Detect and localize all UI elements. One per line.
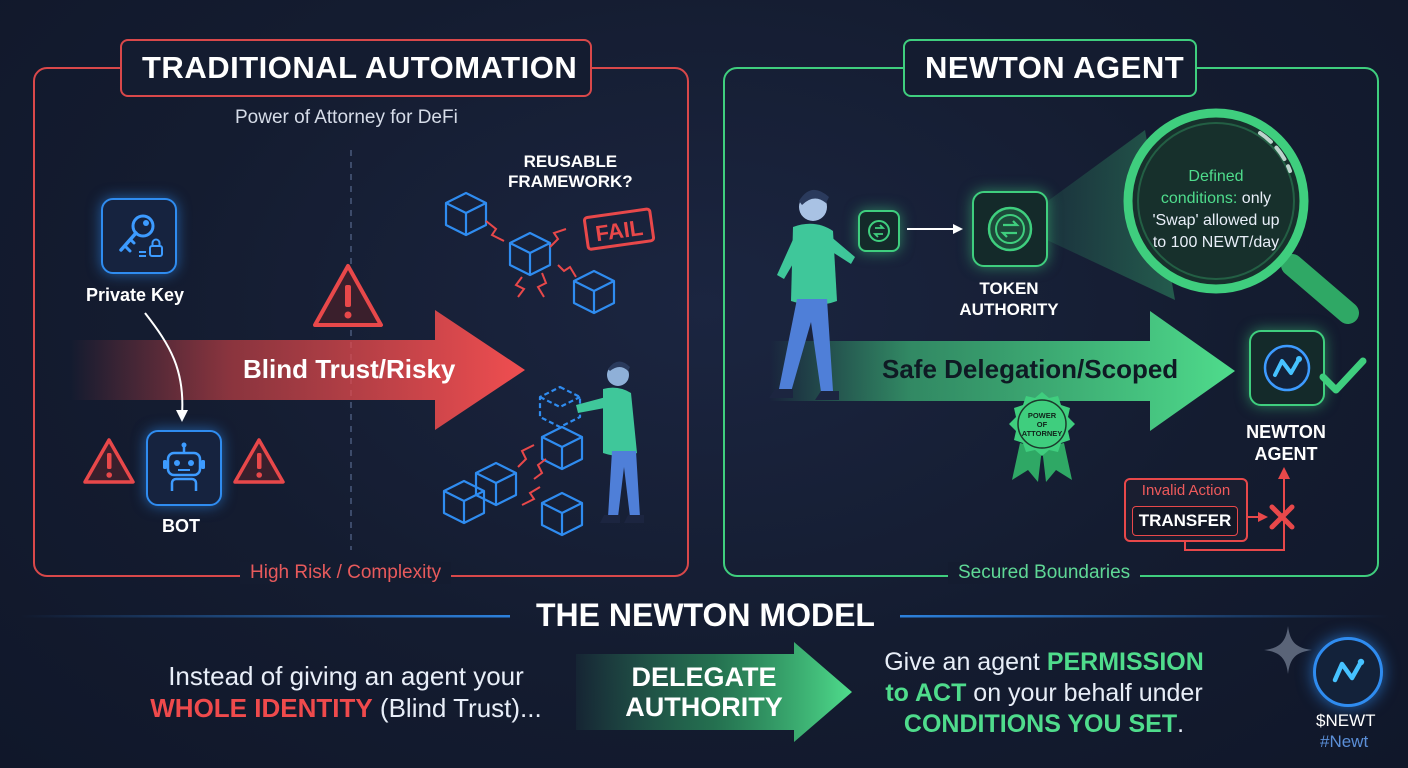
safe-delegation-arrow (770, 311, 1235, 431)
cube-icon (540, 491, 584, 537)
newton-agent-box (1249, 330, 1325, 406)
warning-icon (313, 264, 383, 327)
person-building-cubes (442, 361, 644, 537)
swap-icon (987, 206, 1033, 252)
delegate-line2: AUTHORITY (625, 692, 783, 722)
cube-icon (540, 425, 584, 471)
user-figure (769, 189, 855, 400)
model-right-end: . (1177, 710, 1185, 738)
model-right-line2: to ACT on your behalf under (868, 678, 1220, 709)
model-right-line1: Give an agent PERMISSION (868, 647, 1220, 678)
warning-icon (83, 438, 135, 484)
model-right-text: Give an agent PERMISSION to ACT on your … (868, 647, 1220, 740)
conditions-text: Defined conditions: only 'Swap' allowed … (1128, 166, 1304, 254)
newton-model-title: THE NEWTON MODEL (536, 597, 875, 633)
magnifier-icon (1123, 108, 1359, 324)
cube-icon (508, 231, 552, 277)
newton-agent-title: NEWTON AGENT (903, 39, 1197, 97)
token-authority-box (972, 191, 1048, 267)
seal-line1: POWER (1028, 411, 1057, 420)
framework-label-line1: REUSABLE (523, 152, 618, 171)
seal-line2: OF (1037, 420, 1048, 429)
whole-identity-highlight: WHOLE IDENTITY (150, 693, 373, 723)
token-label-line1: TOKEN (979, 279, 1039, 298)
newton-logo-icon (1332, 658, 1365, 683)
transfer-action: TRANSFER (1132, 506, 1238, 536)
newton-footer: Secured Boundaries (948, 562, 1141, 584)
cube-icon (442, 479, 486, 525)
cube-icon (572, 269, 616, 315)
bot-label: BOT (162, 516, 200, 536)
conditions-line2-rest: only (1237, 190, 1272, 207)
cube-icon (444, 191, 488, 237)
robot-icon (163, 442, 205, 491)
key-icon (119, 214, 163, 257)
broken-framework-cubes (444, 191, 616, 315)
phone-token-box (858, 210, 900, 252)
lock-icon (149, 238, 163, 257)
reusable-framework-label: REUSABLE FRAMEWORK? (508, 152, 633, 192)
conditions-highlight: CONDITIONS YOU SET (903, 710, 1178, 738)
private-key-label: Private Key (86, 285, 185, 305)
swap-icon (868, 220, 890, 242)
newt-hashtag: #Newt (1320, 732, 1369, 751)
cube-icon (538, 385, 582, 429)
permission-highlight: PERMISSION (1046, 648, 1204, 676)
token-authority-label: TOKEN AUTHORITY (953, 278, 1065, 320)
agent-label-line1: NEWTON (1246, 422, 1326, 442)
blind-trust-label: Blind Trust/Risky (243, 354, 456, 384)
checkmark-icon (1319, 357, 1367, 394)
model-divider-lines (20, 615, 1390, 618)
model-left-line2: WHOLE IDENTITY (Blind Trust)... (148, 692, 544, 724)
newton-logo-icon (1263, 344, 1311, 392)
conditions-line1: Defined (1188, 168, 1244, 185)
model-right-b: on your behalf under (966, 679, 1203, 707)
sparkle-icon (1264, 626, 1312, 674)
seal-icon: POWER OF ATTORNEY (1009, 392, 1075, 482)
seal-line3: ATTORNEY (1022, 429, 1063, 438)
delegate-authority-arrow (576, 642, 852, 742)
model-left-rest: (Blind Trust)... (372, 693, 542, 723)
cube-icon (474, 461, 518, 507)
conditions-line3: 'Swap' allowed up (1152, 212, 1280, 229)
framework-label-line2: FRAMEWORK? (508, 172, 633, 191)
private-key-box (101, 198, 177, 274)
fail-stamp: FAIL (582, 207, 656, 251)
x-mark-icon (1269, 504, 1295, 530)
model-left-line1: Instead of giving an agent your (168, 661, 524, 691)
newt-logo-badge (1313, 637, 1383, 707)
worker-figure (576, 361, 644, 523)
model-left-text: Instead of giving an agent your WHOLE ID… (148, 660, 544, 724)
newton-agent-label: NEWTON AGENT (1233, 421, 1339, 465)
conditions-line4: to 100 NEWT/day (1152, 234, 1280, 251)
delegate-line1: DELEGATE (631, 662, 777, 692)
agent-label-line2: AGENT (1254, 444, 1318, 464)
blind-trust-arrow (70, 310, 525, 430)
conditions-line2-highlight: conditions: (1160, 190, 1238, 207)
conditions-line2: conditions: only (1128, 188, 1304, 210)
traditional-subtitle: Power of Attorney for DeFi (235, 107, 458, 128)
warning-icon (233, 438, 285, 484)
safe-delegation-label: Safe Delegation/Scoped (882, 354, 1179, 384)
hand-to-token-arrow (907, 224, 963, 234)
token-label-line2: AUTHORITY (959, 300, 1059, 319)
newt-ticker: $NEWT (1316, 711, 1376, 730)
bot-box (146, 430, 222, 506)
traditional-footer: High Risk / Complexity (240, 562, 452, 584)
model-right-line3: CONDITIONS YOU SET. (868, 709, 1220, 740)
model-right-a: Give an agent (884, 648, 1047, 676)
key-to-bot-arrow (144, 312, 188, 422)
invalid-action-box: Invalid Action TRANSFER (1124, 478, 1248, 542)
to-act-highlight: to ACT (885, 679, 967, 707)
traditional-automation-title: TRADITIONAL AUTOMATION (120, 39, 592, 97)
invalid-action-label: Invalid Action (1141, 482, 1231, 499)
delegate-authority-label: DELEGATE AUTHORITY (610, 662, 798, 722)
